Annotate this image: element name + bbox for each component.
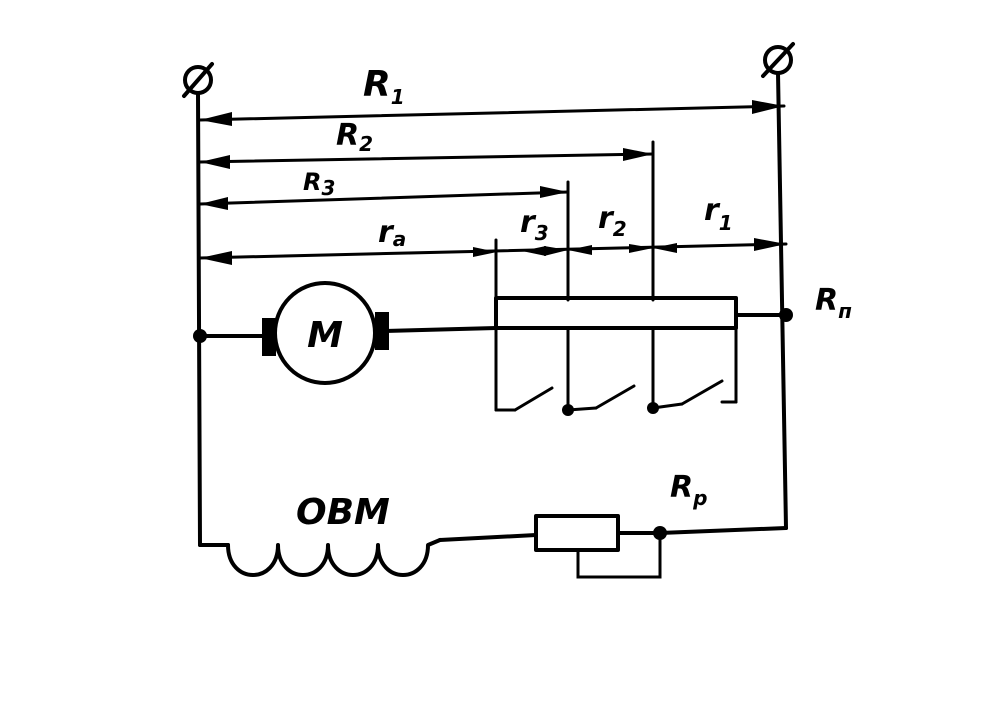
dimension-ra-r3-r2-r1: [198, 238, 788, 265]
label-R1: R1: [363, 64, 405, 109]
armature-wire-right: [383, 326, 498, 333]
motor-armature-circle: [273, 281, 377, 385]
field-wire-to-rheostat: [438, 533, 538, 542]
left-brush: [262, 318, 276, 356]
motor-label: М: [307, 315, 343, 356]
label-R2: R2: [336, 118, 373, 156]
left-rail-wire: [196, 91, 202, 547]
dimension-R1: [198, 100, 786, 126]
dimension-R3: [198, 186, 570, 210]
regulating-rheostat: [534, 514, 788, 579]
right-junction-dot: [779, 308, 793, 322]
motor: М: [262, 281, 389, 385]
label-field-winding: ОВМ: [296, 492, 390, 533]
label-r3: r3: [520, 205, 549, 245]
dimension-R2: [198, 148, 655, 169]
starter-rheostat: [494, 296, 738, 416]
right-brush: [375, 312, 389, 350]
label-Rp-regulating: Rр: [670, 470, 707, 510]
label-Rp-starter: Rп: [815, 283, 852, 323]
field-winding-coil: [226, 538, 442, 577]
label-ra: ra: [378, 215, 406, 251]
label-r2: r2: [598, 201, 627, 241]
label-R3: R3: [303, 168, 335, 200]
right-rail-wire: [776, 71, 788, 530]
left-junction-dot: [193, 329, 207, 343]
label-r1: r1: [704, 193, 733, 235]
